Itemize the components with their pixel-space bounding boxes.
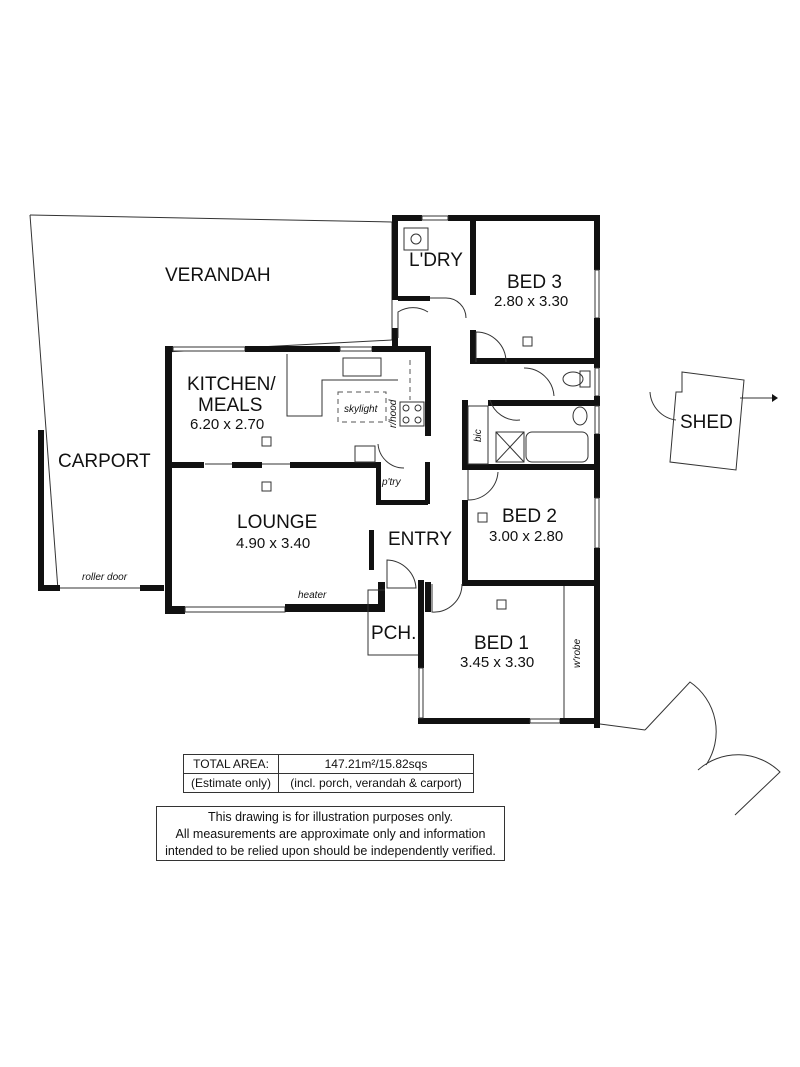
disclaimer-box: This drawing is for illustration purpose…: [156, 806, 505, 861]
skylight-label: skylight: [344, 404, 379, 415]
disclaimer-line-2: All measurements are approximate only an…: [175, 827, 486, 841]
rangehood-label: r/hood: [388, 399, 399, 428]
kitchen-label-line2: MEALS: [198, 395, 262, 416]
bed2-label: BED 2: [502, 506, 557, 527]
porch-label: PCH.: [371, 623, 416, 644]
estimate-note-label: (Estimate only): [183, 773, 279, 793]
bed3-size: 2.80 x 3.30: [494, 293, 568, 310]
roller-door-label: roller door: [82, 572, 128, 583]
kitchen-fittings: [286, 354, 425, 463]
porch-outline: [367, 589, 418, 656]
total-area-label: TOTAL AREA:: [183, 754, 279, 774]
shed: [649, 371, 778, 471]
total-area-value: 147.21m²/15.82sqs: [278, 754, 474, 774]
carport-label: CARPORT: [58, 451, 151, 472]
bed3-label: BED 3: [507, 272, 562, 293]
heater-label: heater: [298, 590, 327, 601]
entry-label: ENTRY: [388, 529, 452, 550]
bed1-size: 3.45 x 3.30: [460, 654, 534, 671]
wet-area-fittings: [403, 227, 591, 465]
wardrobe-label: w'robe: [572, 638, 583, 668]
ceiling-vents: [261, 336, 533, 610]
gate: [599, 681, 781, 816]
interior-walls: [172, 215, 600, 718]
bic-label: bic: [473, 429, 484, 442]
kitchen-label-line1: KITCHEN/: [187, 374, 276, 395]
shed-label: SHED: [680, 412, 733, 433]
lounge-label: LOUNGE: [237, 512, 317, 533]
kitchen-size: 6.20 x 2.70: [190, 416, 264, 433]
area-table: TOTAL AREA: 147.21m²/15.82sqs (Estimate …: [183, 754, 474, 793]
disclaimer-line-1: This drawing is for illustration purpose…: [207, 810, 453, 824]
bed1-label: BED 1: [474, 633, 529, 654]
door-swings: [205, 297, 555, 613]
exterior-walls: [165, 215, 600, 728]
pantry-label: p'try: [381, 477, 402, 488]
carport-walls: [38, 430, 164, 591]
laundry-label: L'DRY: [409, 250, 463, 271]
disclaimer-line-3: intended to be relied upon should be ind…: [165, 844, 496, 858]
lounge-size: 4.90 x 3.40: [236, 535, 310, 552]
verandah-label: VERANDAH: [165, 265, 271, 286]
estimate-note-value: (incl. porch, verandah & carport): [278, 773, 474, 793]
bed2-size: 3.00 x 2.80: [489, 528, 563, 545]
